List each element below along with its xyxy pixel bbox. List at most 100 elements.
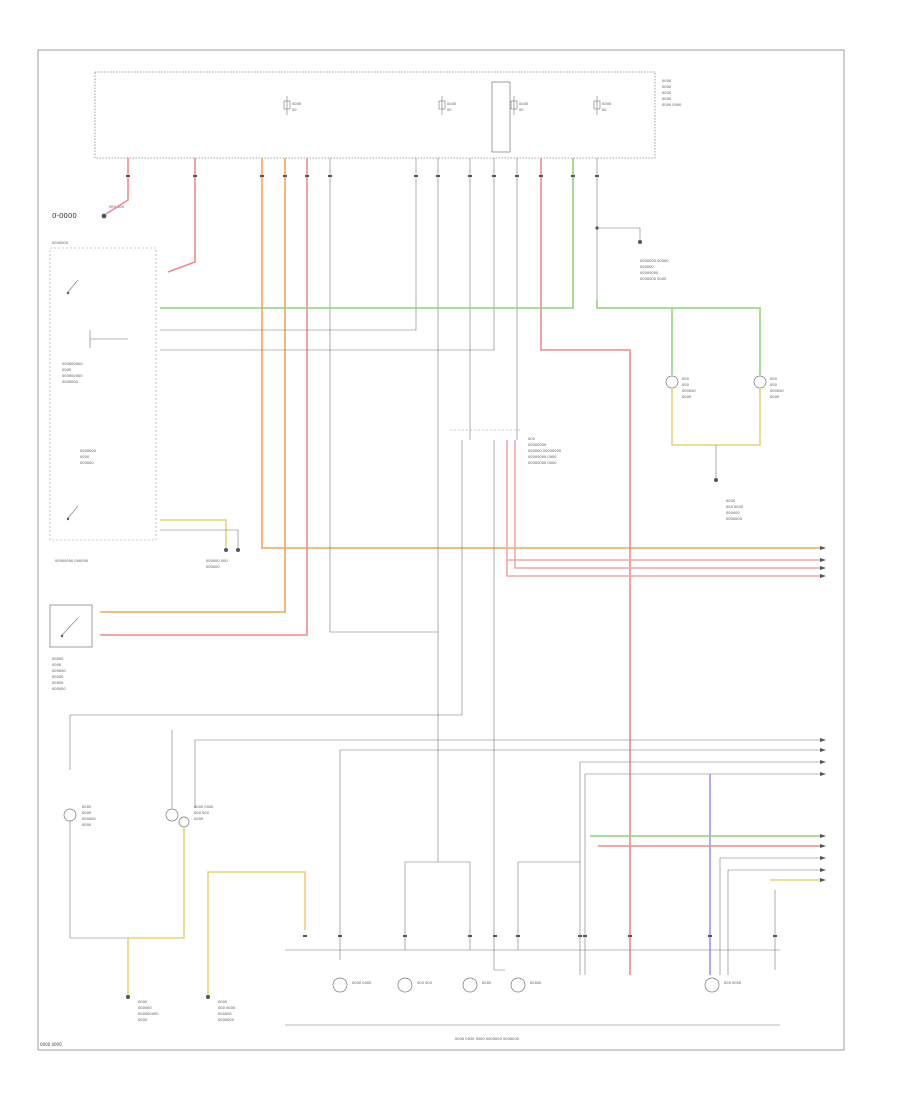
- svg-text:000 000: 000 000: [417, 981, 433, 985]
- license-lamp-relay: 0000000 00000 000000 00000000 0000000 00…: [640, 259, 669, 281]
- cluster-pin-ticks: [303, 935, 777, 937]
- svg-text:00: 00: [292, 108, 297, 112]
- svg-text:00000: 00000: [52, 675, 64, 679]
- svg-text:00000000 0000: 00000000 0000: [528, 461, 557, 465]
- svg-text:0000: 0000: [52, 663, 62, 667]
- svg-text:0000000: 0000000: [52, 241, 69, 245]
- page-code: 0-0000: [52, 212, 77, 220]
- arrows-upper: [820, 546, 826, 578]
- wire-gray-cn-out-a: [69, 440, 463, 770]
- ground-dot-right: [714, 478, 718, 482]
- wire-gray-to-cn: [597, 227, 641, 240]
- svg-text:0000: 0000: [447, 102, 457, 106]
- svg-text:000000: 000000: [640, 265, 654, 269]
- wire-red-right: [540, 158, 631, 975]
- svg-text:000000 00000000: 000000 00000000: [528, 449, 562, 453]
- svg-text:0000: 0000: [292, 102, 302, 106]
- svg-text:0000: 0000: [602, 102, 612, 106]
- svg-text:000000: 000000: [770, 389, 784, 393]
- wire-red-switch-feed: [167, 158, 196, 273]
- svg-text:000000: 000000: [218, 1012, 232, 1016]
- wire-gray-tail: [329, 158, 439, 862]
- wire-gray-cluster-a: [404, 861, 471, 950]
- lf-side-marker-lamp: 0000 0000 000000 0000: [63, 805, 96, 827]
- connector-dot-relay: [638, 240, 642, 244]
- svg-text:0000: 0000: [82, 811, 92, 815]
- svg-text:000 0000: 000 0000: [724, 981, 742, 985]
- connector-dot-fuse: [595, 226, 599, 230]
- page-frame: [37, 49, 845, 1051]
- svg-text:0000: 0000: [662, 85, 672, 89]
- fuse-2: [438, 96, 446, 115]
- svg-text:0000: 0000: [62, 368, 72, 372]
- page-footer: 0000 0000: [40, 1042, 62, 1047]
- ground-dot-b: [236, 548, 240, 552]
- svg-text:000: 000: [682, 383, 690, 387]
- svg-text:00000: 00000: [52, 657, 64, 661]
- svg-text:000: 000: [528, 437, 536, 441]
- svg-text:000000: 000000: [82, 817, 96, 821]
- svg-text:0000000: 0000000: [80, 449, 97, 453]
- svg-text:0000: 0000: [218, 1000, 228, 1004]
- svg-text:0000 0000: 0000 0000: [352, 981, 372, 985]
- svg-text:000000: 000000: [80, 461, 94, 465]
- headlight-switch: 0000000 000000000 0000 000000000 0000000…: [49, 241, 157, 563]
- tail-cluster-label: 0000 0000 0000 0000000 0000000: [455, 1037, 520, 1041]
- svg-text:0000: 0000: [662, 79, 672, 83]
- svg-text:0000: 0000: [194, 817, 204, 821]
- wire-gray-cluster-b: [517, 861, 580, 950]
- svg-text:00000000 0000: 00000000 0000: [528, 455, 557, 459]
- wire-pink-out-3: [506, 560, 820, 577]
- tail-bulbs: 0000 0000 000 000 0000 00000 000 0000: [332, 977, 742, 993]
- wire-gray-lf-gnd: [69, 821, 128, 939]
- wire-gray-switch-a: [160, 158, 417, 331]
- svg-text:0000 0000: 0000 0000: [194, 805, 214, 809]
- wire-gray-cn-out-b: [493, 440, 505, 971]
- svg-text:0000 0000: 0000 0000: [662, 103, 682, 107]
- connector-ticks: [126, 175, 599, 177]
- tail-connector-label: 000 00000000 000000 00000000 00000000 00…: [528, 437, 562, 465]
- svg-text:0000000: 0000000: [726, 517, 743, 521]
- wire-orange-brake: [100, 158, 286, 613]
- right-marker-lamp: 000 000 000000 0000: [665, 375, 696, 399]
- svg-text:0000000: 0000000: [218, 1018, 235, 1022]
- wire-red-battery: [105, 158, 129, 215]
- left-ground-label-2: 0000 000 0000 000000 0000000: [218, 1000, 236, 1022]
- left-ground-label: 0000 000000 000000000 0000: [138, 1000, 159, 1022]
- lf-turn-lamp: 0000 0000 000 000 0000: [165, 805, 214, 828]
- svg-text:0000: 0000: [80, 455, 90, 459]
- svg-text:000000: 000000: [52, 669, 66, 673]
- svg-text:000000 000: 000000 000: [206, 559, 228, 563]
- svg-text:0000: 0000: [662, 91, 672, 95]
- wire-yellow-lf-gnd: [127, 828, 185, 995]
- svg-text:0000: 0000: [82, 805, 92, 809]
- svg-text:00000000 000000: 00000000 000000: [55, 559, 89, 563]
- svg-text:0000: 0000: [682, 395, 692, 399]
- fuse-1: [283, 96, 291, 115]
- wire-pink-out-2: [514, 440, 820, 569]
- fuse-block-label: 0000 0000 0000 0000 0000 0000: [662, 79, 682, 107]
- fuse-3: [510, 96, 518, 115]
- ground-dot-a: [224, 548, 228, 552]
- svg-text:00: 00: [602, 108, 607, 112]
- wire-green-headlight-gnd: [160, 529, 239, 548]
- svg-text:000000: 000000: [682, 389, 696, 393]
- wire-orange-main: [261, 158, 820, 549]
- wire-green-right: [596, 300, 761, 375]
- svg-text:000: 000: [682, 377, 690, 381]
- svg-text:000000: 000000: [726, 511, 740, 515]
- arrows-lower: [820, 738, 826, 882]
- svg-text:00000: 00000: [52, 681, 64, 685]
- svg-text:000000: 000000: [206, 565, 220, 569]
- svg-text:000 000: 000 000: [194, 811, 210, 815]
- svg-text:0000: 0000: [482, 981, 492, 985]
- svg-text:0000: 0000: [770, 395, 780, 399]
- brake-switch: 00000 0000 000000 00000 00000 000000: [49, 604, 93, 691]
- left-marker-lamp: 000 000 000000 0000: [753, 375, 784, 399]
- wire-green-switch: [160, 158, 574, 309]
- svg-text:00: 00: [447, 108, 452, 112]
- fuse-block: 000000 000000 000000 000000 0000 0000 00…: [94, 71, 682, 159]
- svg-text:0000: 0000: [138, 1018, 148, 1022]
